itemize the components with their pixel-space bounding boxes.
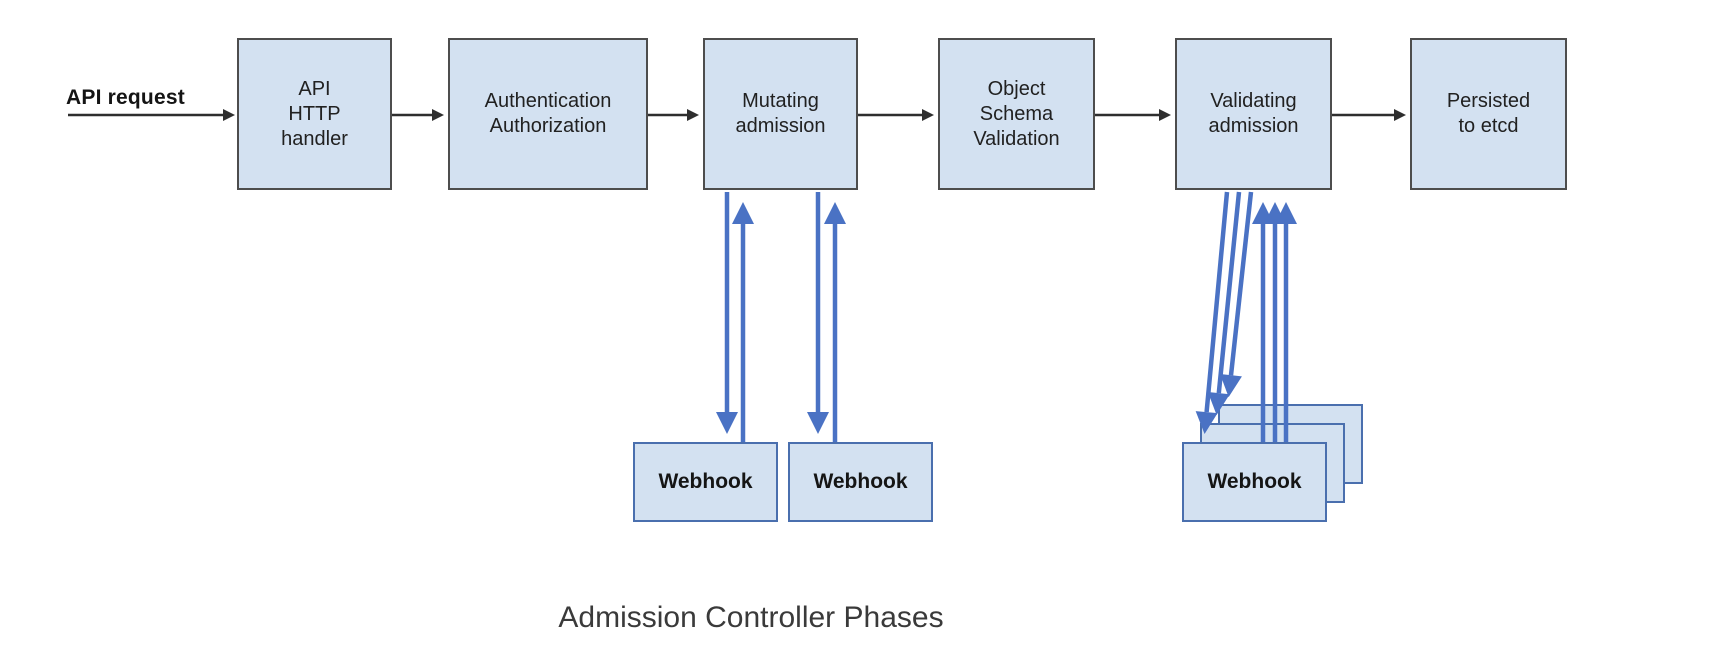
phase-box-persisted-to-etcd: Persisted to etcd <box>1410 38 1567 190</box>
phase-label-persisted-to-etcd: Persisted to etcd <box>1446 90 1531 137</box>
mutating-webhook-label-1: Webhook <box>658 470 753 493</box>
mutating-webhook-label-2: Webhook <box>813 470 908 493</box>
phase-label-mutating-admission: Mutating admission <box>735 90 826 137</box>
phase-box-object-schema-validation: Object Schema Validation <box>938 38 1095 190</box>
phase-box-validating-admission: Validating admission <box>1175 38 1332 190</box>
validating-webhook-box-front: Webhook <box>1182 442 1327 522</box>
arrow-validating-to-stack-front <box>1195 191 1230 435</box>
mutating-webhook-box-2: Webhook <box>788 442 933 522</box>
api-request-label: API request <box>66 86 185 109</box>
arrow-validating-to-stack-back <box>1220 191 1254 398</box>
phase-label-validating-admission: Validating admission <box>1208 90 1299 137</box>
arrow-validating-to-stack-middle <box>1207 191 1242 415</box>
mutating-webhook-box-1: Webhook <box>633 442 778 522</box>
phase-label-authentication-authorization: Authentication Authorization <box>484 90 612 137</box>
phase-box-mutating-admission: Mutating admission <box>703 38 858 190</box>
validating-webhook-label-front: Webhook <box>1207 470 1302 493</box>
diagram-caption: Admission Controller Phases <box>558 601 944 634</box>
phase-box-api-http-handler: API HTTP handler <box>237 38 392 190</box>
phase-label-api-http-handler: API HTTP handler <box>281 77 348 150</box>
phase-label-object-schema-validation: Object Schema Validation <box>973 77 1060 150</box>
phase-box-authentication-authorization: Authentication Authorization <box>448 38 648 190</box>
